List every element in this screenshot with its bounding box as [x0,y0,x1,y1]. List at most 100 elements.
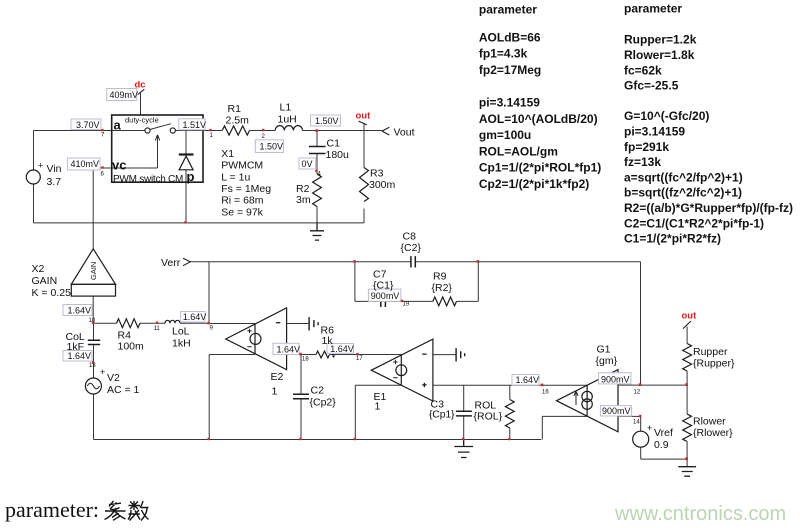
svg-text:Vout: Vout [394,127,415,139]
svg-text:4: 4 [318,172,322,178]
svg-text:{Rupper}: {Rupper} [693,358,735,370]
svg-text:fc=62k: fc=62k [624,63,662,77]
svg-text:p: p [187,169,195,184]
svg-text:C8: C8 [403,231,417,243]
svg-text:3.70V: 3.70V [76,120,100,130]
svg-text:Gfc=-25.5: Gfc=-25.5 [624,79,679,93]
svg-text:12: 12 [634,390,641,396]
svg-text:V2: V2 [107,372,120,384]
svg-text:R2: R2 [296,183,310,195]
svg-text:a: a [114,118,122,133]
svg-text:R6: R6 [321,325,335,337]
svg-text:Rlower: Rlower [693,416,726,428]
svg-text:{Cp2}: {Cp2} [310,397,337,409]
svg-text:300m: 300m [369,179,396,191]
svg-text:1.64V: 1.64V [183,312,207,322]
svg-text:Rupper: Rupper [693,346,728,358]
svg-text:a=sqrt((fc^2/fp^2)+1): a=sqrt((fc^2/fp^2)+1) [624,170,743,184]
svg-text:R9: R9 [433,271,447,283]
svg-text:10: 10 [89,318,96,324]
svg-text:parameter: parameter [624,2,682,16]
svg-text:C1=1/(2*pi*R2*fz): C1=1/(2*pi*R2*fz) [624,232,721,246]
svg-text:X1: X1 [221,148,234,160]
svg-text:{gm}: {gm} [596,355,618,367]
svg-text:AOLdB=66: AOLdB=66 [479,30,541,44]
svg-text:PWMCM: PWMCM [221,160,263,172]
svg-text:+: + [647,423,652,433]
svg-text:L = 1u: L = 1u [221,171,250,183]
svg-text:b=sqrt((fz^2/fc^2)+1): b=sqrt((fz^2/fc^2)+1) [624,186,742,200]
svg-text:dc: dc [135,80,146,91]
svg-text:R3: R3 [370,168,384,180]
svg-text:CoL: CoL [66,331,85,343]
svg-text:R1: R1 [228,103,242,115]
svg-text:duty-cycle: duty-cycle [125,116,159,125]
svg-text:18: 18 [302,357,309,363]
svg-text:out: out [682,311,698,322]
svg-text:www.cntronics.com: www.cntronics.com [614,503,786,525]
svg-text:LoL: LoL [172,326,190,338]
svg-text:3m: 3m [296,194,311,206]
svg-text:{Cp1}: {Cp1} [429,409,455,421]
svg-text:gm=100u: gm=100u [479,128,531,142]
svg-text:C3: C3 [431,399,445,411]
svg-text:PWM switch CM: PWM switch CM [113,174,183,185]
svg-text:1: 1 [272,386,278,398]
svg-text:X2: X2 [32,263,45,275]
svg-text:ROL: ROL [475,400,497,412]
svg-text:+: + [38,161,43,171]
svg-text:{R2}: {R2} [432,282,453,294]
svg-text:19: 19 [403,302,410,308]
svg-text:G=10^(-Gfc/20): G=10^(-Gfc/20) [624,109,709,123]
svg-text:0.9: 0.9 [654,439,669,451]
svg-text:C7: C7 [373,269,387,281]
svg-text:{Rlower}: {Rlower} [693,427,733,439]
svg-text:16: 16 [542,390,549,396]
svg-text:409mV: 409mV [110,90,139,100]
svg-text:Vref: Vref [654,427,673,439]
svg-text:900mV: 900mV [601,374,630,384]
svg-text:3.7: 3.7 [47,176,62,188]
svg-text:11: 11 [154,326,161,332]
svg-text:1.50V: 1.50V [315,116,339,126]
svg-text:fz=13k: fz=13k [624,155,661,169]
svg-text:14: 14 [633,420,640,426]
svg-text:1.64V: 1.64V [68,351,92,361]
svg-text:17: 17 [356,356,363,362]
svg-text:R2=((a/b)*G*Rupper*fp)/(fp-fz): R2=((a/b)*G*Rupper*fp)/(fp-fz) [624,201,793,215]
svg-text:1: 1 [210,133,214,139]
svg-text:GAIN: GAIN [89,262,98,280]
svg-text:{C2}: {C2} [401,242,422,254]
svg-text:6: 6 [101,172,105,178]
svg-text:1kF: 1kF [67,341,85,353]
svg-text:9: 9 [210,326,214,332]
svg-text:900mV: 900mV [371,291,400,301]
svg-text:fp1=4.3k: fp1=4.3k [479,47,528,61]
svg-text:1kH: 1kH [172,338,191,350]
svg-text:+: + [100,367,105,377]
svg-text:7: 7 [101,133,105,139]
svg-text:C1: C1 [327,138,341,150]
svg-text:Ri = 68m: Ri = 68m [221,195,264,207]
svg-text:fp2=17Meg: fp2=17Meg [479,63,541,77]
svg-text:ROL=AOL/gm: ROL=AOL/gm [479,144,558,158]
svg-text:parameter: parameter [479,3,537,17]
svg-text:Fs = 1Meg: Fs = 1Meg [221,183,271,195]
svg-text:2: 2 [262,134,266,140]
svg-text:1.64V: 1.64V [277,344,301,354]
svg-text:2.5m: 2.5m [226,115,250,127]
svg-text:pi=3.14159: pi=3.14159 [624,125,685,139]
svg-text:100m: 100m [118,341,145,353]
svg-text:180u: 180u [326,149,350,161]
svg-text:AOL=10^(AOLdB/20): AOL=10^(AOLdB/20) [479,112,598,126]
svg-text:parameter:: parameter: [5,497,99,522]
svg-text:1uH: 1uH [278,114,297,126]
svg-text:Se = 97k: Se = 97k [221,206,263,218]
svg-text:L1: L1 [280,102,292,114]
svg-text:Rupper=1.2k: Rupper=1.2k [624,33,697,47]
svg-text:pi=3.14159: pi=3.14159 [479,96,540,110]
svg-text:C2=C1/(C1*R2^2*pi*fp-1): C2=C1/(C1*R2^2*pi*fp-1) [624,216,764,230]
svg-text:out: out [356,111,372,122]
svg-text:vc: vc [112,158,126,173]
svg-text:AC = 1: AC = 1 [107,384,140,396]
